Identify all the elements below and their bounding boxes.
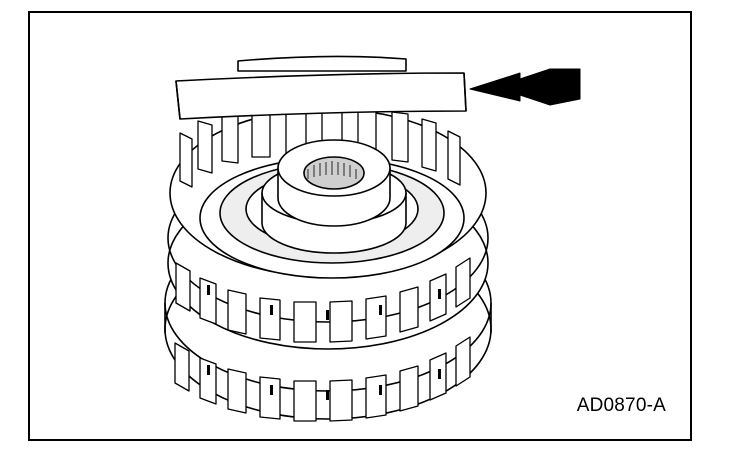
middle-spline-teeth bbox=[175, 257, 471, 343]
middle-slots bbox=[207, 285, 441, 320]
figure-code-label: AD0870-A bbox=[576, 395, 666, 416]
lower-slots bbox=[207, 365, 441, 400]
indicator-arrow bbox=[469, 68, 581, 106]
hub-splines bbox=[307, 161, 357, 179]
thrust-plate bbox=[175, 55, 467, 120]
lower-spline-teeth bbox=[174, 336, 471, 422]
illustration-frame: AD0870-A bbox=[28, 11, 692, 441]
center-hub bbox=[261, 139, 407, 254]
clutch-assembly-illustration bbox=[164, 55, 581, 422]
